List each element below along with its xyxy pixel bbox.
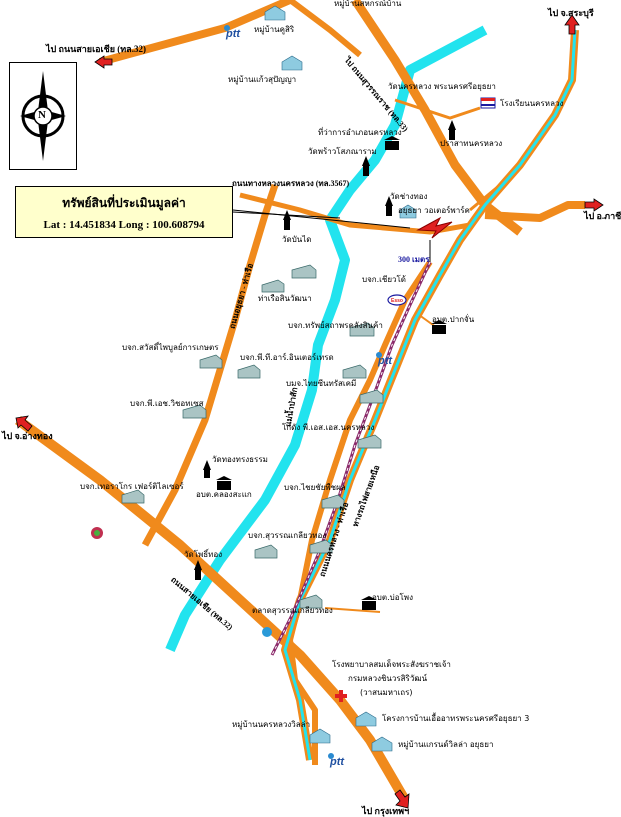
road-school-branch: [394, 98, 481, 120]
place-wat-chang-thong: วัดช่างทอง: [390, 192, 428, 201]
road-asia-32: [15, 415, 410, 803]
place-nakhon-luang-factory: โกดัง พี.เอส.เอส.นครหลวง: [282, 423, 375, 432]
dir-angthong: ไป จ.อ่างทอง: [2, 431, 53, 441]
railway-line: [281, 29, 579, 761]
property-marker-icon: [416, 216, 453, 239]
place-talat: ตลาดสุวรรณเกลียวทอง: [252, 606, 333, 615]
place-pt-inter: บจก.พี.ที.อาร์.อินเตอร์เทรด: [240, 353, 334, 362]
place-wat-ban-dai: วัดบันได: [282, 235, 312, 244]
compass: N: [9, 62, 77, 170]
place-ban-grand-villa: หมู่บ้านแกรนด์วิลล่า อยุธยา: [398, 740, 494, 749]
place-ayutthaya-water-park: อยุธยา วอเตอร์พาร์ค: [398, 206, 470, 215]
place-district-office: ที่ว่าการอำเภอนครหลวง: [318, 128, 402, 137]
market-icon: [262, 627, 272, 637]
place-thekrakorn: บจก.เทอราโกร เฟอร์ติไลเซอร์: [80, 482, 184, 491]
government-icons: [216, 136, 447, 610]
place-ban-kaew-saphaya: หมู่บ้านแก้วสุปัญญา: [228, 75, 297, 84]
place-ban-nakhon-luang-villa: หมู่บ้านนครหลวงวิลล่า: [232, 720, 311, 729]
road-label-3567: ถนนทางหลวงนครหลวง (ทล.3567): [232, 179, 350, 188]
warehouse-icons: [121, 264, 384, 609]
road-north-stub: [288, 0, 362, 58]
river-pa-sak: [165, 25, 488, 652]
road-phachi: [484, 201, 585, 222]
road-3567: [239, 192, 471, 235]
compass-north-label: N: [38, 109, 46, 121]
dir-saraburi: ไป จ.สระบุรี: [548, 8, 594, 18]
place-wat-nakhon-luang: วัดนครหลวง พระนครศรีอยุธยา: [388, 82, 496, 91]
compass-rose-icon: [20, 71, 66, 161]
place-ph-wichot: บจก.พี.เอช.วิชอทเซส: [130, 399, 204, 408]
arrow-bangkok-icon: [394, 789, 410, 809]
place-chai-phol: บจก.ไชยชัยพืชผล: [284, 483, 346, 492]
village-icons: [264, 5, 417, 752]
ptt-logo-1: ptt: [223, 25, 241, 40]
place-wat-thong-song: วัดทองทรงธรรม: [212, 455, 268, 464]
place-project-3: โครงการบ้านเอื้ออาทรพระนครศรีอยุธยา 3: [382, 714, 530, 723]
place-hospital-line-2: กรมหลวงชินวรสิริวัฒน์: [348, 674, 428, 683]
place-obt-bo-pong: อบต.บ่อโพง: [372, 593, 413, 602]
road-bo-pong: [324, 607, 381, 613]
arrow-angthong-icon: [15, 415, 33, 432]
place-obt-khlong: อบต.คลองสะแก: [196, 490, 252, 499]
dir-phachi: ไป อ.ภาชี: [584, 211, 621, 221]
property-info-title: ทรัพย์สินที่ประเมินมูลค่า: [62, 196, 186, 210]
place-suwan-kiao: บจก.สุวรรณเกลียวทอง: [248, 531, 327, 540]
place-prasat: ปราสาทนครหลวง: [440, 139, 503, 148]
leader-line: [232, 209, 411, 229]
arrow-left-icon: [94, 55, 113, 69]
place-ban-sahakorn: หมู่บ้านสหกรณ์บ้าน: [334, 0, 402, 8]
arrow-up-icon: [564, 14, 580, 35]
place-wat-pho-thong: วัดโพธิ์ทอง: [184, 550, 223, 559]
dir-sena-road: ไป ถนนสายเอเชีย (ทล.32): [46, 44, 146, 54]
place-tha-rua: ท่าเรือสินวัฒนา: [258, 294, 312, 303]
distance-label: 300 เมตร: [398, 255, 430, 264]
road-asia-north: [351, 0, 523, 236]
place-school: โรงเรียนนครหลวง: [500, 99, 564, 108]
ptt-logo-3: ptt: [327, 753, 345, 768]
place-wat-phrao: วัดพร้าวโสภณาราม: [308, 147, 377, 156]
place-chiao: บจก.เชียวโด้: [362, 275, 406, 284]
place-ban-khu-siri: หมู่บ้านคูสิริ: [254, 25, 295, 34]
place-obt-pak-chan: อบต.ปากจั่น: [432, 315, 475, 324]
place-sap-sathon: บจก.ทรัพย์สถาพรคลังสินค้า: [288, 321, 383, 330]
place-hospital-line-3: (วาสนมหาเถร): [360, 688, 413, 697]
place-sawat-phaibun: บจก.สวัสดิ์ไพบูลย์การเกษตร: [122, 343, 219, 352]
arrow-right-icon: [584, 198, 604, 212]
place-hospital-line-1: โรงพยาบาลสมเด็จพระสังฆราชเจ้า: [332, 660, 451, 669]
ptt-logo-2: ptt: [375, 352, 393, 367]
direction-arrows: [15, 14, 604, 809]
hospital-icon: [335, 690, 347, 702]
property-coordinates: Lat : 14.451834 Long : 100.608794: [43, 219, 205, 231]
esso-icon: [387, 294, 407, 306]
road-ayutthaya-tharua: [141, 183, 279, 547]
temple-icons: [194, 120, 456, 580]
property-info-box: ทรัพย์สินที่ประเมินมูลค่า Lat : 14.45183…: [15, 186, 233, 238]
place-thai-chemical: บมจ.ไทยซีนทรัสเคมี: [286, 379, 357, 388]
dir-bangkok: ไป กรุงเทพฯ: [362, 806, 410, 816]
svg-text:Esso: Esso: [391, 298, 403, 304]
